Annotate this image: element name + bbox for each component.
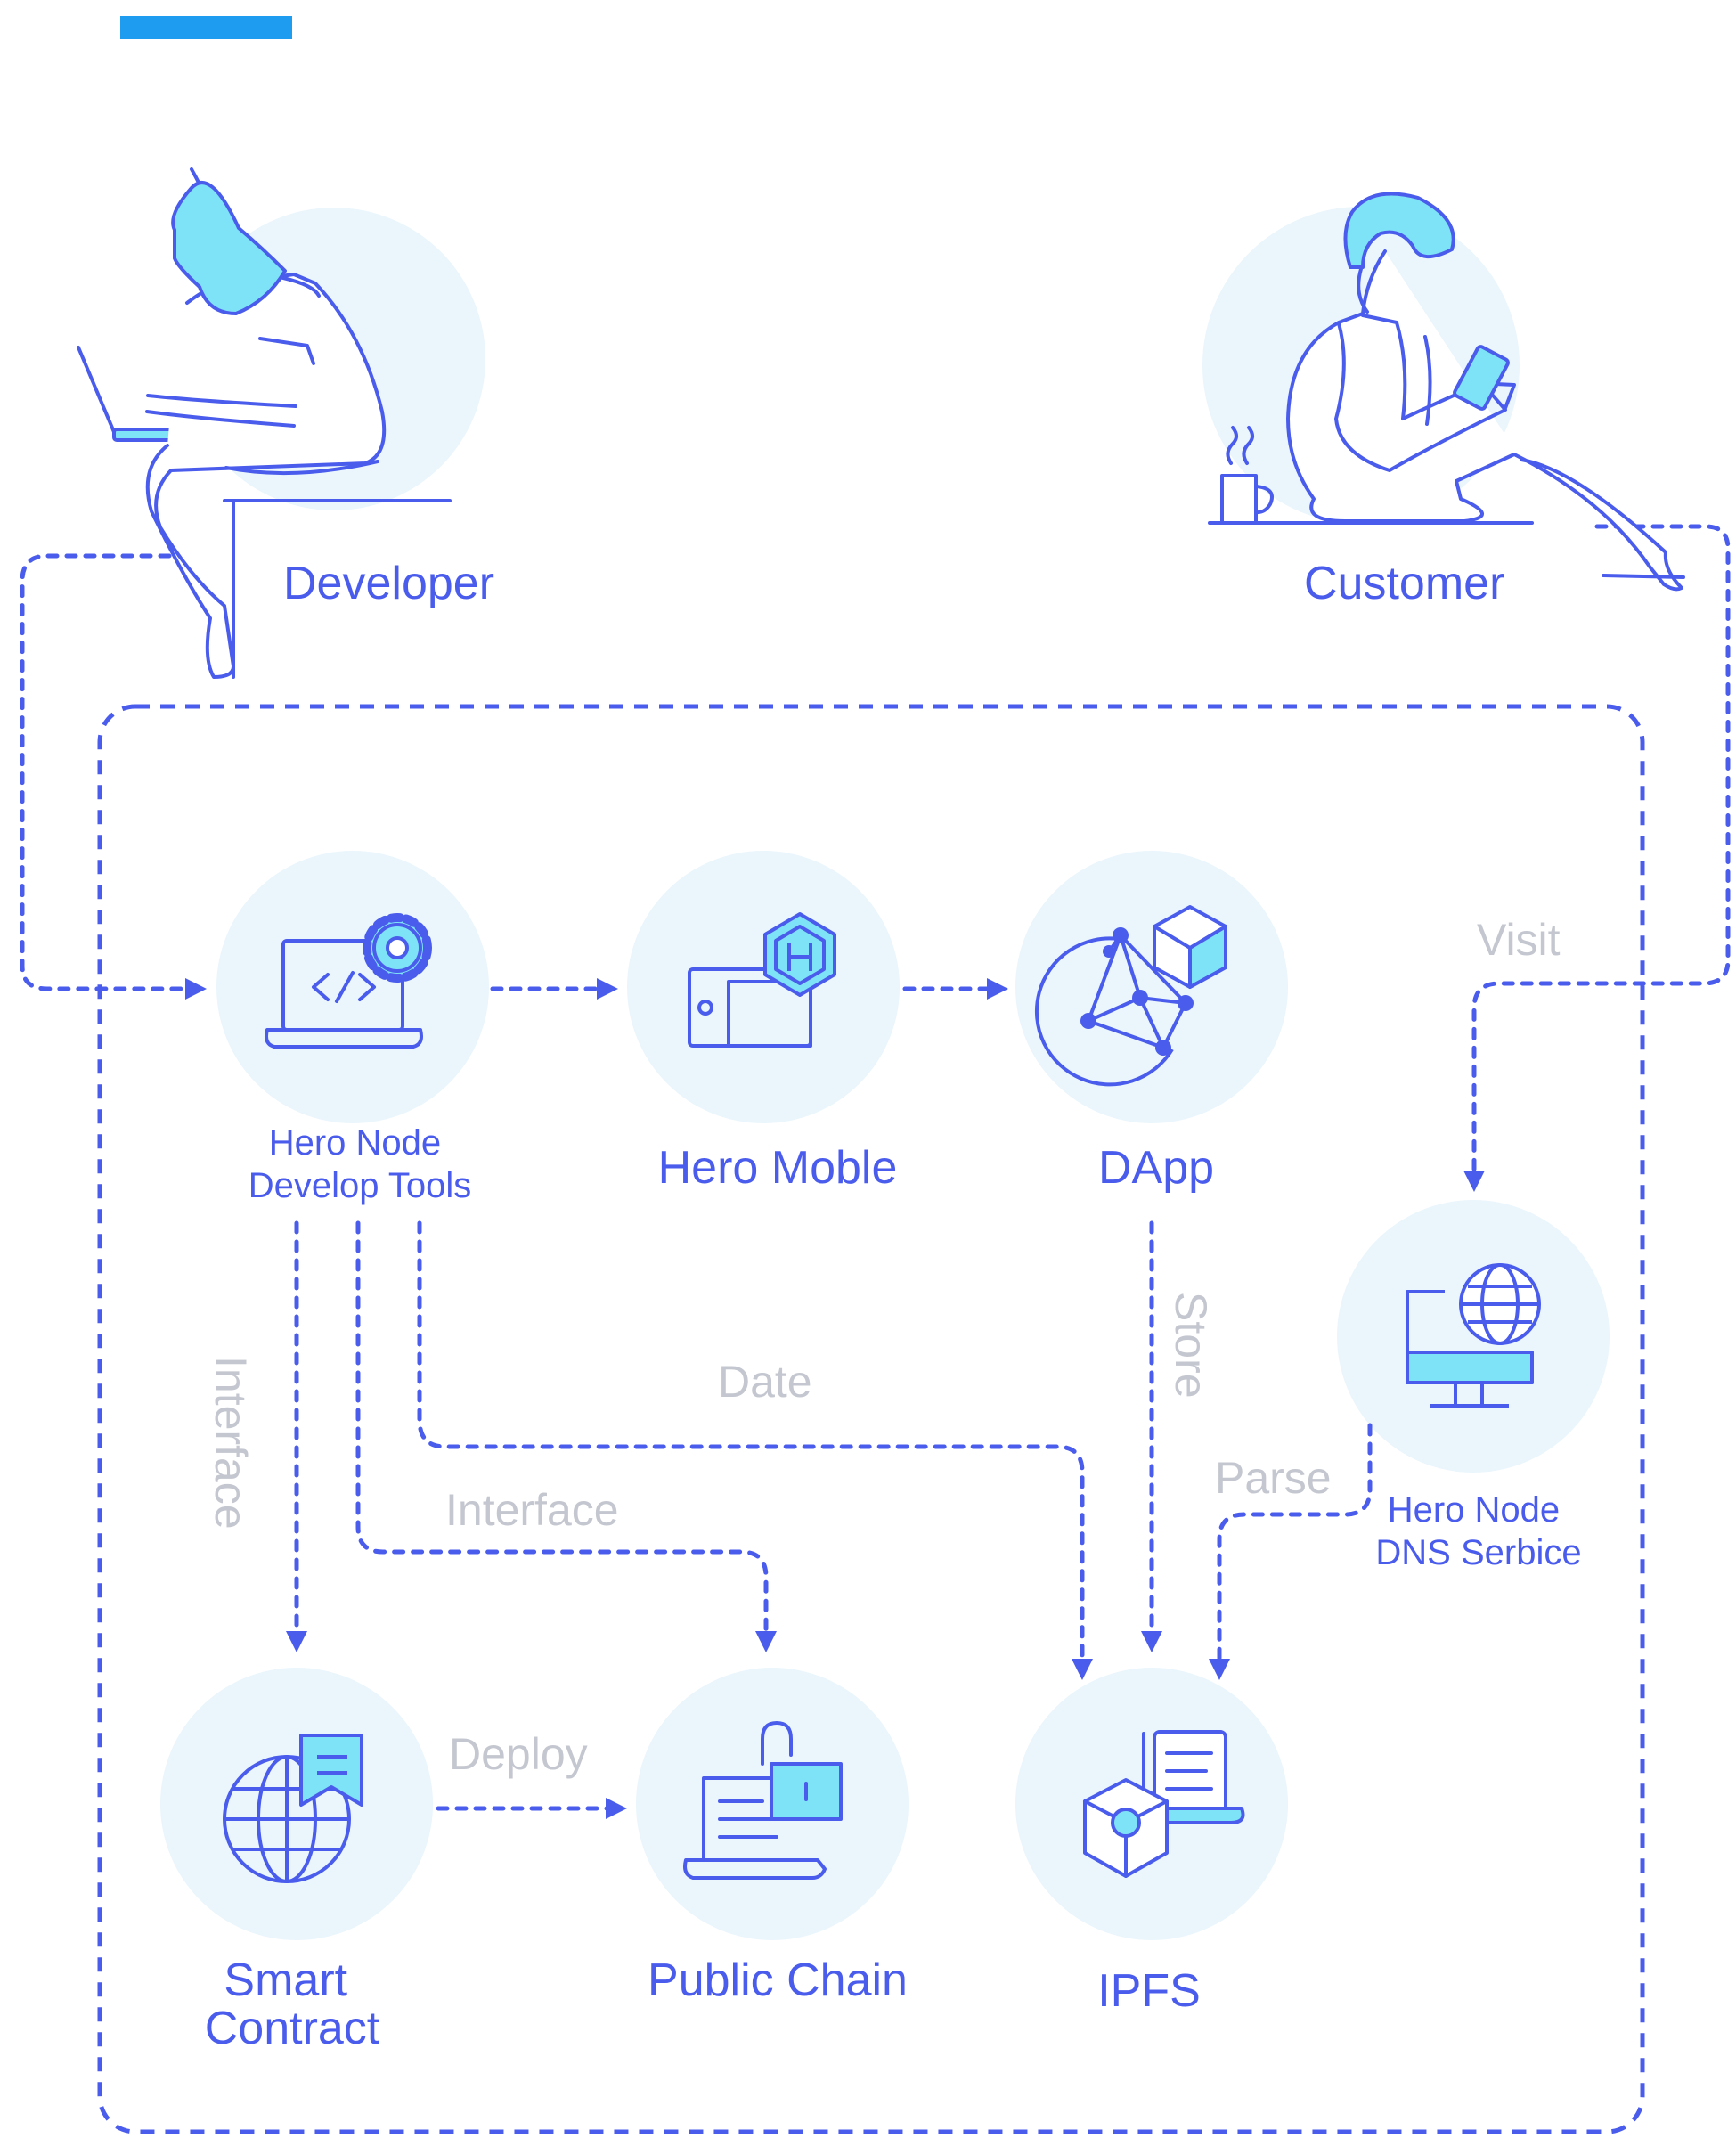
customer-to-dns-arrow [1463, 524, 1731, 1192]
customer-figure-icon [1208, 192, 1685, 592]
edge-label-interface-h: Interface [445, 1485, 619, 1535]
connectors [20, 524, 1731, 1819]
system-boundary [97, 704, 1645, 2134]
dns-label: Hero Node DNS Serbice [1375, 1490, 1581, 1572]
smart-contract-circle [160, 1668, 433, 1940]
edge-label-deploy: Deploy [449, 1729, 588, 1779]
smart-contract-label-line2: Contract [205, 2003, 380, 2054]
developer-label: Developer [283, 558, 494, 609]
edge-label-date: Date [718, 1357, 812, 1407]
laptop-lock-icon [683, 1721, 843, 1880]
dev-tools-to-public-chain-arrow [355, 1220, 777, 1652]
dev-tools-label: Hero Node Develop Tools [249, 1123, 472, 1205]
dns-circle [1337, 1200, 1610, 1473]
smart-contract-label: Smart Contract [205, 1954, 380, 2054]
dev-tools-label-line1: Hero Node [269, 1123, 441, 1163]
hero-mobile-label: Hero Moble [658, 1142, 898, 1194]
ipfs-label: IPFS [1097, 1965, 1201, 2017]
customer-label: Customer [1304, 558, 1504, 609]
developer-figure-icon [77, 167, 452, 679]
dns-label-line1: Hero Node [1388, 1490, 1560, 1530]
dns-label-line2: DNS Serbice [1375, 1533, 1581, 1572]
smart-contract-label-line1: Smart [224, 1954, 347, 2006]
monitor-globe-icon [1406, 1263, 1541, 1408]
dev-tools-label-line2: Develop Tools [249, 1166, 472, 1205]
edge-label-parse: Parse [1215, 1453, 1332, 1503]
network-cube-icon [1035, 905, 1227, 1087]
globe-document-icon [223, 1734, 363, 1883]
edge-label-interface-v: Interface [206, 1356, 256, 1530]
top-accent-bar [120, 16, 292, 39]
public-chain-label: Public Chain [648, 1954, 908, 2006]
dns-to-ipfs-parse-arrow [1209, 1423, 1373, 1680]
dapp-label: DApp [1098, 1142, 1214, 1194]
dev-tools-circle [216, 851, 489, 1123]
edge-label-visit: Visit [1477, 915, 1561, 965]
laptop-gear-icon [265, 913, 432, 1049]
hero-mobile-circle [627, 851, 900, 1123]
tablet-hexagon-icon [688, 912, 836, 1048]
edge-label-store: Store [1166, 1292, 1216, 1399]
developer-to-dev-tools-arrow [20, 553, 207, 1000]
cube-scroll-icon [1083, 1730, 1245, 1878]
dev-tools-to-ipfs-date-arrow [417, 1220, 1093, 1680]
dapp-circle [1015, 851, 1288, 1123]
